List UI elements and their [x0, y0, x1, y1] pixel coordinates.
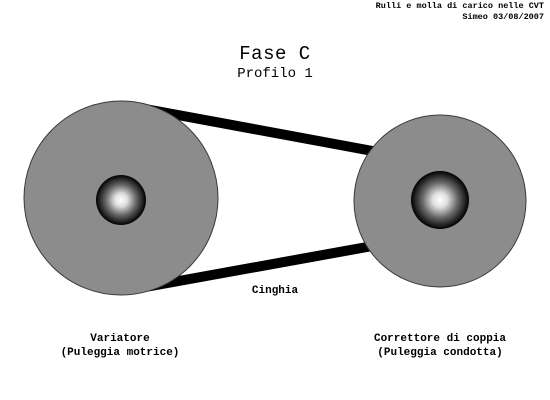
belt-label-text: Cinghia — [251, 285, 299, 297]
driving-pulley-label: Variatore (Puleggia motrice) — [40, 332, 200, 360]
phase-title: Fase C — [239, 43, 311, 65]
header-author-date: Simeo 03/08/2007 — [462, 12, 544, 22]
driven-pulley-name: Correttore di coppia — [373, 333, 507, 345]
profile-subtitle: Profilo 1 — [237, 66, 313, 82]
driven-pulley-label: Correttore di coppia (Puleggia condotta) — [350, 332, 530, 360]
header: Rulli e molla di carico nelle CVT Simeo … — [376, 1, 544, 23]
belt-upper-segment — [139, 103, 379, 157]
belt-lower-segment — [139, 240, 379, 293]
driving-pulley-hub — [96, 175, 146, 225]
driven-pulley-hub — [411, 171, 469, 229]
driving-pulley-name: Variatore — [90, 333, 150, 345]
driving-pulley-description: (Puleggia motrice) — [60, 347, 180, 359]
header-title: Rulli e molla di carico nelle CVT — [375, 1, 544, 11]
belt-label: Cinghia — [225, 284, 325, 298]
driven-pulley-description: (Puleggia condotta) — [377, 347, 503, 359]
